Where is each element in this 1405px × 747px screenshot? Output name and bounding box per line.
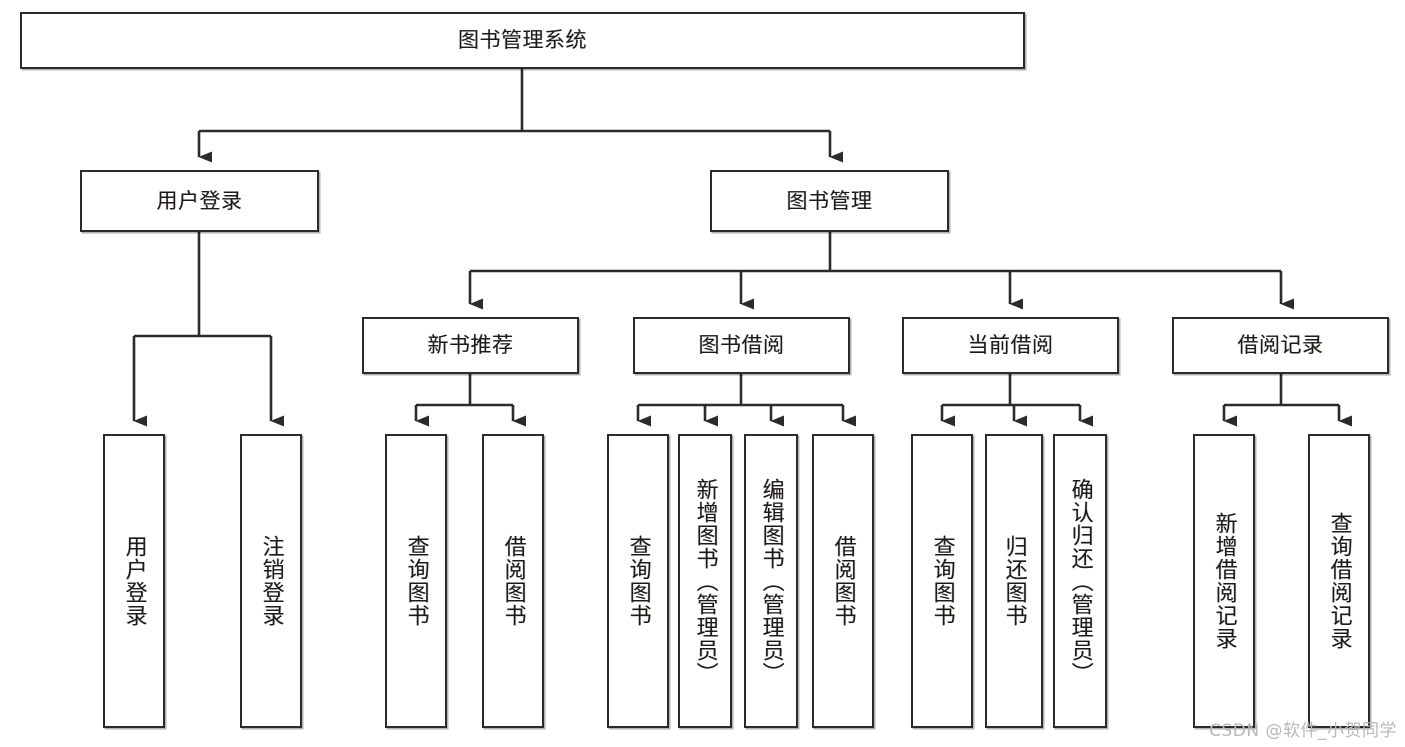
- node-borrow-record[interactable]: 借阅记录: [1172, 317, 1389, 374]
- leaf-confirm-return[interactable]: 确认归还（管理员）: [1053, 434, 1107, 728]
- node-current-borrow-label: 当前借阅: [967, 333, 1054, 358]
- leaf-query-book-3[interactable]: 查询图书: [911, 434, 973, 728]
- node-book-borrow-label: 图书借阅: [698, 333, 785, 358]
- leaf-borrow-book-2-label: 借阅图书: [830, 535, 856, 627]
- watermark-text: CSDN @软件_小贺同学: [1209, 721, 1397, 741]
- node-borrow-record-label: 借阅记录: [1237, 333, 1324, 358]
- leaf-query-borrow-record-label: 查询借阅记录: [1326, 512, 1352, 650]
- node-book-manage[interactable]: 图书管理: [710, 170, 949, 232]
- node-new-book-recommend[interactable]: 新书推荐: [362, 317, 579, 374]
- leaf-logout-label: 注销登录: [258, 535, 284, 627]
- node-current-borrow[interactable]: 当前借阅: [902, 317, 1119, 374]
- leaf-user-login[interactable]: 用户登录: [103, 434, 165, 728]
- node-book-borrow[interactable]: 图书借阅: [633, 317, 850, 374]
- leaf-add-book[interactable]: 新增图书（管理员）: [678, 434, 732, 728]
- node-book-manage-label: 图书管理: [786, 188, 873, 213]
- leaf-edit-book[interactable]: 编辑图书（管理员）: [744, 434, 798, 728]
- leaf-logout[interactable]: 注销登录: [240, 434, 302, 728]
- node-new-book-recommend-label: 新书推荐: [427, 333, 514, 358]
- leaf-query-book-2-label: 查询图书: [625, 535, 651, 627]
- leaf-query-book-1[interactable]: 查询图书: [385, 434, 447, 728]
- leaf-borrow-book-1[interactable]: 借阅图书: [482, 434, 544, 728]
- leaf-return-book[interactable]: 归还图书: [985, 434, 1043, 728]
- leaf-borrow-book-2[interactable]: 借阅图书: [812, 434, 874, 728]
- leaf-user-login-label: 用户登录: [121, 535, 147, 627]
- leaf-edit-book-label: 编辑图书（管理员）: [758, 477, 784, 685]
- leaf-query-book-3-label: 查询图书: [929, 535, 955, 627]
- leaf-return-book-label: 归还图书: [1001, 535, 1027, 627]
- node-root-label: 图书管理系统: [458, 28, 587, 53]
- leaf-query-book-2[interactable]: 查询图书: [607, 434, 669, 728]
- leaf-query-borrow-record[interactable]: 查询借阅记录: [1308, 434, 1370, 728]
- leaf-add-book-label: 新增图书（管理员）: [692, 477, 718, 685]
- node-user-login[interactable]: 用户登录: [80, 170, 319, 232]
- node-user-login-label: 用户登录: [156, 188, 243, 213]
- node-root[interactable]: 图书管理系统: [20, 12, 1025, 69]
- leaf-add-borrow-record-label: 新增借阅记录: [1211, 512, 1237, 650]
- leaf-borrow-book-1-label: 借阅图书: [500, 535, 526, 627]
- leaf-confirm-return-label: 确认归还（管理员）: [1067, 477, 1093, 685]
- leaf-query-book-1-label: 查询图书: [403, 535, 429, 627]
- leaf-add-borrow-record[interactable]: 新增借阅记录: [1193, 434, 1255, 728]
